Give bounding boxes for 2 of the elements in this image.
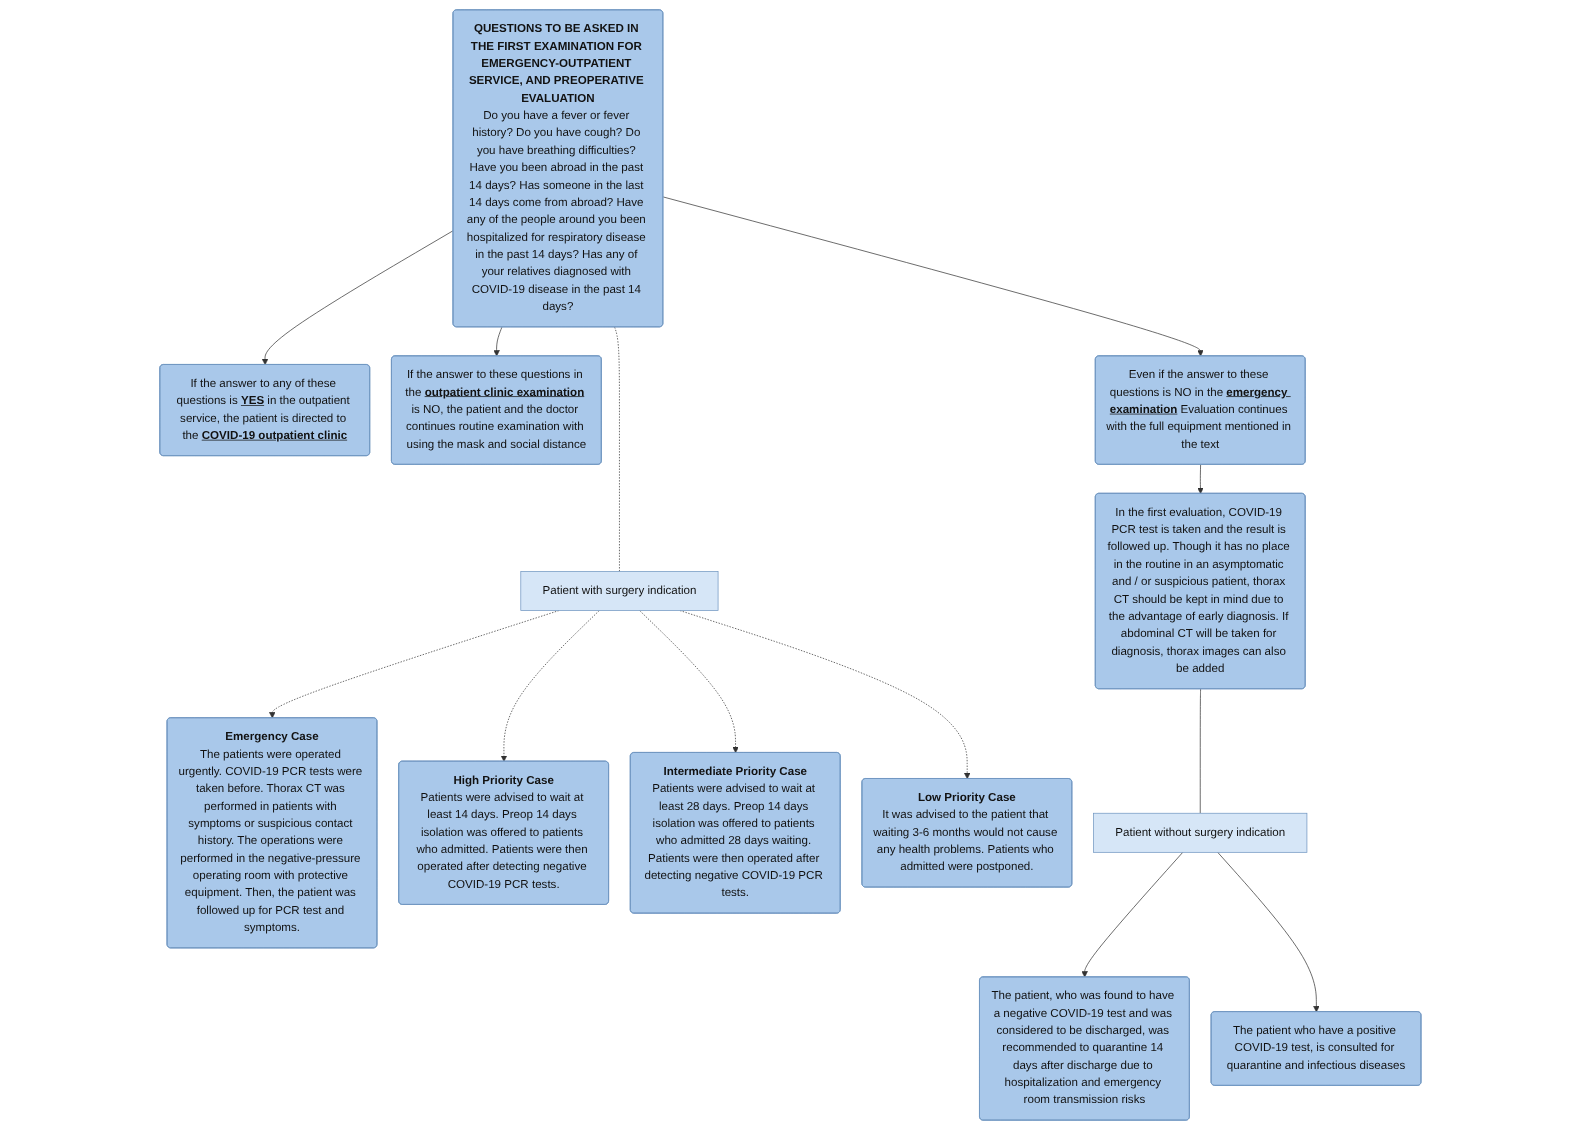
connector [614,326,621,572]
connector [1200,688,1202,814]
